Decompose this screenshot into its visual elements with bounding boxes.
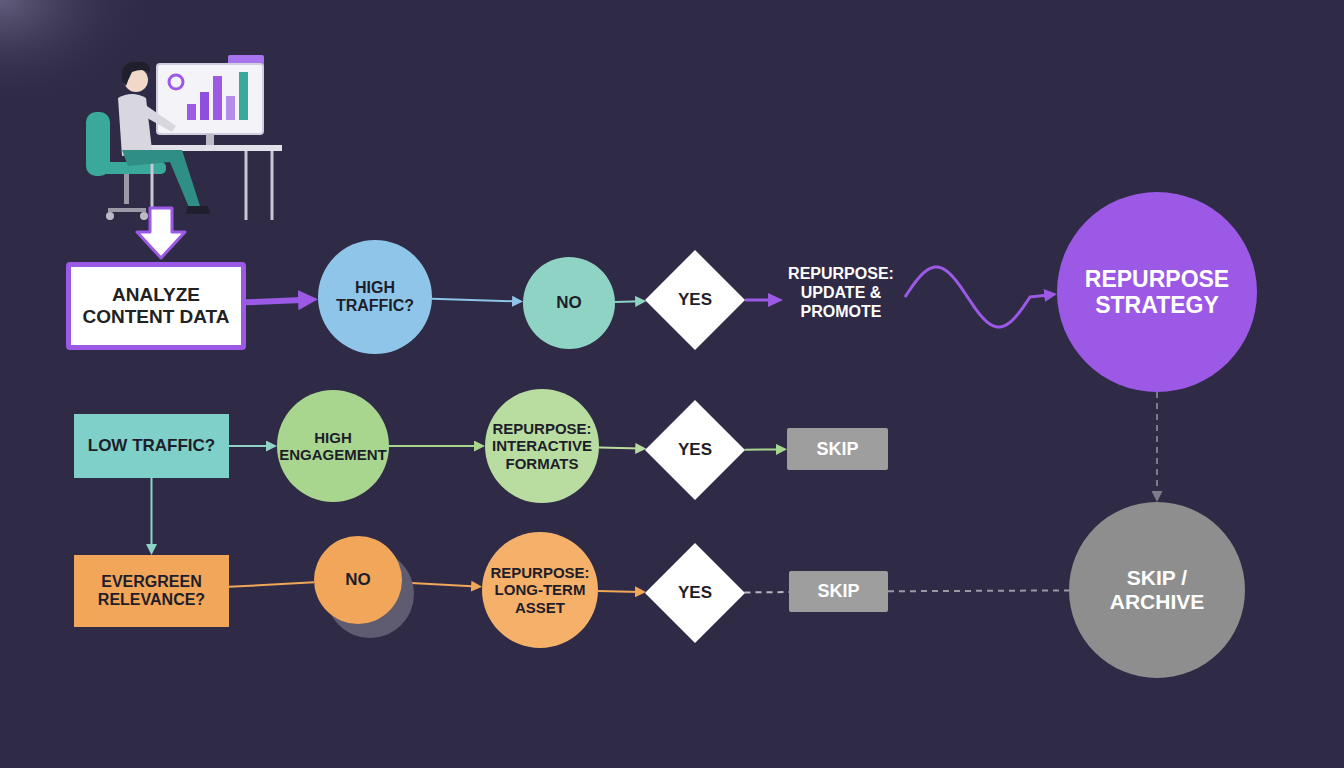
circle-shape	[1069, 502, 1245, 678]
screen-icon	[169, 75, 183, 89]
node-text: YES	[665, 290, 725, 310]
node-text: NO	[534, 293, 604, 313]
circle-shape	[314, 536, 402, 624]
circle-shape	[485, 389, 599, 503]
node-text: HIGH ENGAGEMENT	[279, 429, 387, 464]
decision-diamond: YES	[645, 400, 745, 500]
skip-box: SKIP	[787, 428, 888, 470]
corner-glow	[0, 0, 160, 110]
chart-bar	[239, 72, 248, 120]
outcome-circle: REPURPOSE STRATEGY	[1057, 192, 1257, 392]
dashed-connector	[744, 591, 789, 593]
diamond-shape	[645, 543, 745, 643]
node-text: SKIP	[794, 581, 884, 602]
process-box: ANALYZE CONTENT DATA	[66, 262, 246, 350]
chair-base	[108, 208, 146, 212]
node-text: REPURPOSE: INTERACTIVE FORMATS	[490, 420, 594, 472]
dashed-connector	[888, 589, 1069, 592]
arrow-connector	[246, 300, 308, 303]
answer-circle: NO	[523, 257, 615, 349]
node-text: REPURPOSE: LONG-TERM ASSET	[488, 564, 592, 616]
arrowhead	[768, 293, 783, 307]
chart-bar	[200, 92, 209, 120]
decision-box: LOW TRAFFIC?	[74, 414, 229, 478]
monitor-stand	[206, 134, 214, 145]
decision-circle: HIGH TRAFFIC?	[318, 240, 432, 354]
desk-leg	[245, 151, 248, 220]
action-circle: REPURPOSE: LONG-TERM ASSET	[482, 532, 598, 648]
circle-shape	[1057, 192, 1257, 392]
node-text: EVERGREEN RELEVANCE?	[87, 573, 217, 610]
person-torso	[118, 94, 152, 156]
monitor-screen	[157, 64, 263, 134]
person-arm	[140, 104, 176, 132]
edge-label: REPURPOSE: UPDATE & PROMOTE	[788, 264, 894, 322]
chair-stem	[124, 174, 129, 204]
arrow-connector	[745, 448, 782, 450]
arrow-connector	[229, 582, 314, 587]
node-text: YES	[665, 440, 725, 460]
monitor-illustration	[157, 55, 264, 145]
chair-wheel	[140, 212, 148, 220]
chart-bar	[213, 76, 222, 120]
decision-box: EVERGREEN RELEVANCE?	[74, 555, 229, 627]
node-text: ANALYZE CONTENT DATA	[76, 284, 236, 328]
chart-bar	[226, 96, 235, 120]
node-text: YES	[665, 583, 725, 603]
node-text: NO	[323, 570, 393, 590]
arrow-connector	[229, 445, 272, 447]
circle-shape	[523, 257, 615, 349]
decision-diamond: YES	[645, 543, 745, 643]
node-text: HIGH TRAFFIC?	[333, 279, 417, 316]
arrow-connector	[599, 447, 641, 448]
arrow-connector	[615, 300, 641, 303]
decision-diamond: YES	[645, 250, 745, 350]
diamond-shape	[645, 400, 745, 500]
person-hair	[122, 62, 150, 86]
arrow-connector	[432, 299, 518, 302]
node-text: SKIP	[793, 439, 883, 460]
dashed-connector	[1156, 392, 1158, 497]
person-legs	[122, 150, 200, 210]
circle-shape	[318, 240, 432, 354]
decision-circle: HIGH ENGAGEMENT	[277, 390, 389, 502]
skip-box: SKIP	[789, 571, 888, 612]
arrow-connector	[598, 590, 640, 593]
answer-circle: NO	[314, 536, 402, 624]
circle-shape	[482, 532, 598, 648]
arrow-connector	[151, 478, 153, 550]
node-text: LOW TRAFFIC?	[79, 436, 224, 456]
node-text: SKIP / ARCHIVE	[1102, 566, 1212, 614]
down-arrow	[137, 208, 185, 258]
desk-leg	[271, 151, 274, 220]
action-circle: REPURPOSE: INTERACTIVE FORMATS	[485, 389, 599, 503]
circle-shape	[277, 390, 389, 502]
person-shoe	[186, 206, 210, 214]
arrow-connector	[389, 445, 480, 447]
diamond-shape	[645, 250, 745, 350]
person-illustration	[118, 62, 210, 214]
chart-bar	[187, 104, 196, 120]
outcome-circle: SKIP / ARCHIVE	[1069, 502, 1245, 678]
chair-wheel	[106, 212, 114, 220]
node-text: REPURPOSE STRATEGY	[1072, 266, 1242, 319]
